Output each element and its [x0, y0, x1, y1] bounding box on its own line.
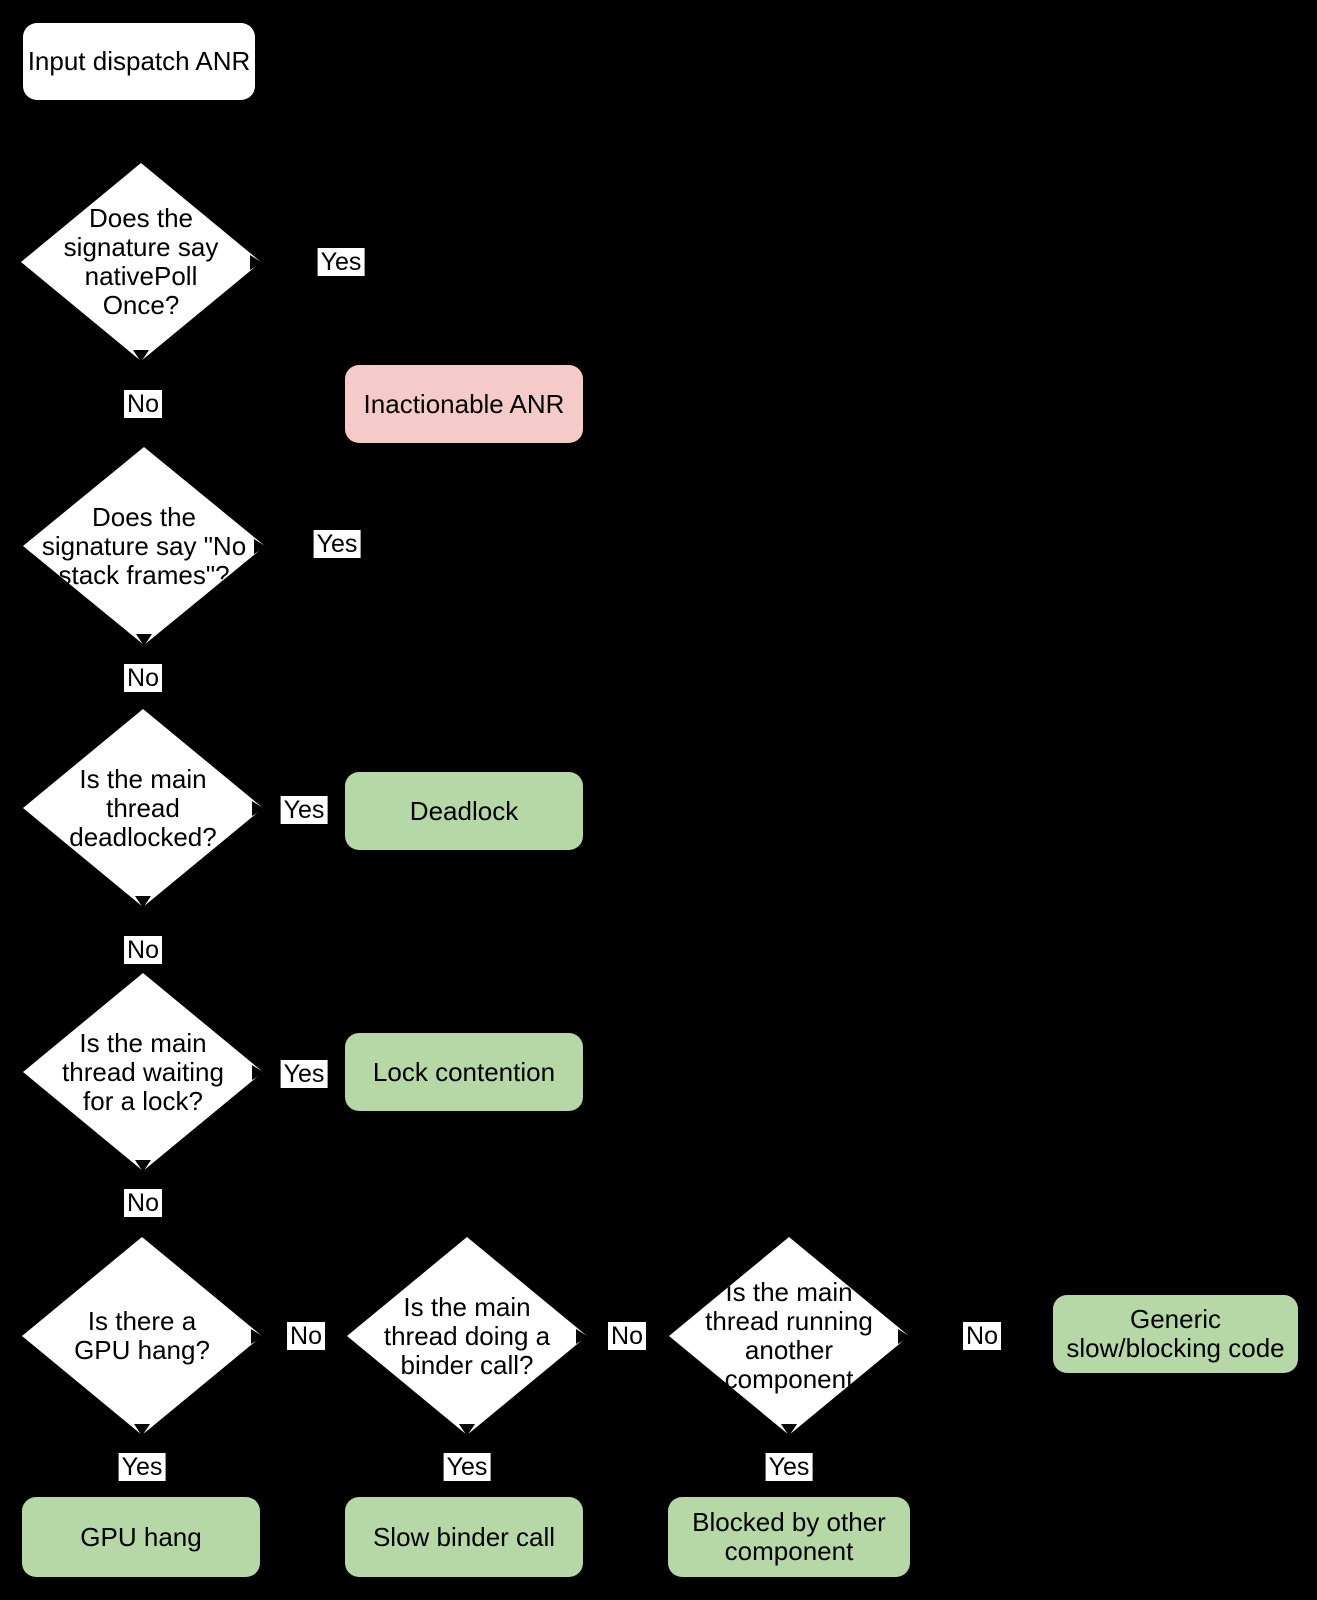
- decision-signature-nativepollonce: Does the signature say nativePoll Once?: [21, 163, 261, 361]
- outcome-blocked-by-other-component: Blocked by other component: [668, 1497, 910, 1577]
- edge-label-yes-no-stack-frames: Yes: [313, 530, 361, 558]
- edge-label-no-another-component: No: [963, 1322, 1001, 1350]
- edge-label-no-no-stack-frames: No: [124, 664, 162, 692]
- arrowhead-mark: [252, 1065, 264, 1080]
- edge-label-yes-another-component: Yes: [765, 1453, 813, 1481]
- decision-signature-no-stack-frames: Does the signature say "No stack frames"…: [23, 447, 265, 645]
- arrowhead-mark: [254, 539, 266, 554]
- arrowhead-mark: [898, 1329, 910, 1344]
- edge-label-yes-gpu-hang: Yes: [118, 1453, 166, 1481]
- outcome-gpu-hang: GPU hang: [22, 1497, 260, 1577]
- edge-label-no-waiting-lock: No: [124, 1189, 162, 1217]
- decision-running-another-component: Is the main thread running another compo…: [669, 1237, 909, 1435]
- outcome-generic-slow-blocking-code: Generic slow/blocking code: [1053, 1295, 1298, 1373]
- edge-label-no-gpu-hang: No: [287, 1322, 325, 1350]
- edge-label-yes-nativepollonce: Yes: [317, 248, 365, 276]
- arrowhead-mark: [576, 1329, 588, 1344]
- outcome-slow-binder-call: Slow binder call: [345, 1497, 583, 1577]
- arrowhead-mark: [252, 801, 264, 816]
- edge-label-yes-waiting-lock: Yes: [280, 1060, 328, 1088]
- outcome-inactionable-anr: Inactionable ANR: [345, 365, 583, 443]
- arrowhead-mark: [251, 1329, 263, 1344]
- arrowhead-mark: [250, 255, 262, 270]
- edge-label-no-nativepollonce: No: [124, 390, 162, 418]
- decision-main-thread-waiting-lock: Is the main thread waiting for a lock?: [23, 973, 263, 1171]
- decision-main-thread-deadlocked: Is the main thread deadlocked?: [23, 709, 263, 907]
- edge-label-yes-binder-call: Yes: [443, 1453, 491, 1481]
- edge-label-no-binder-call: No: [608, 1322, 646, 1350]
- outcome-lock-contention: Lock contention: [345, 1033, 583, 1111]
- decision-binder-call: Is the main thread doing a binder call?: [347, 1237, 587, 1435]
- start-node-input-dispatch-anr: Input dispatch ANR: [23, 23, 255, 100]
- edge-label-no-deadlocked: No: [124, 936, 162, 964]
- outcome-deadlock: Deadlock: [345, 772, 583, 850]
- decision-gpu-hang: Is there a GPU hang?: [22, 1237, 262, 1435]
- edge-label-yes-deadlocked: Yes: [280, 796, 328, 824]
